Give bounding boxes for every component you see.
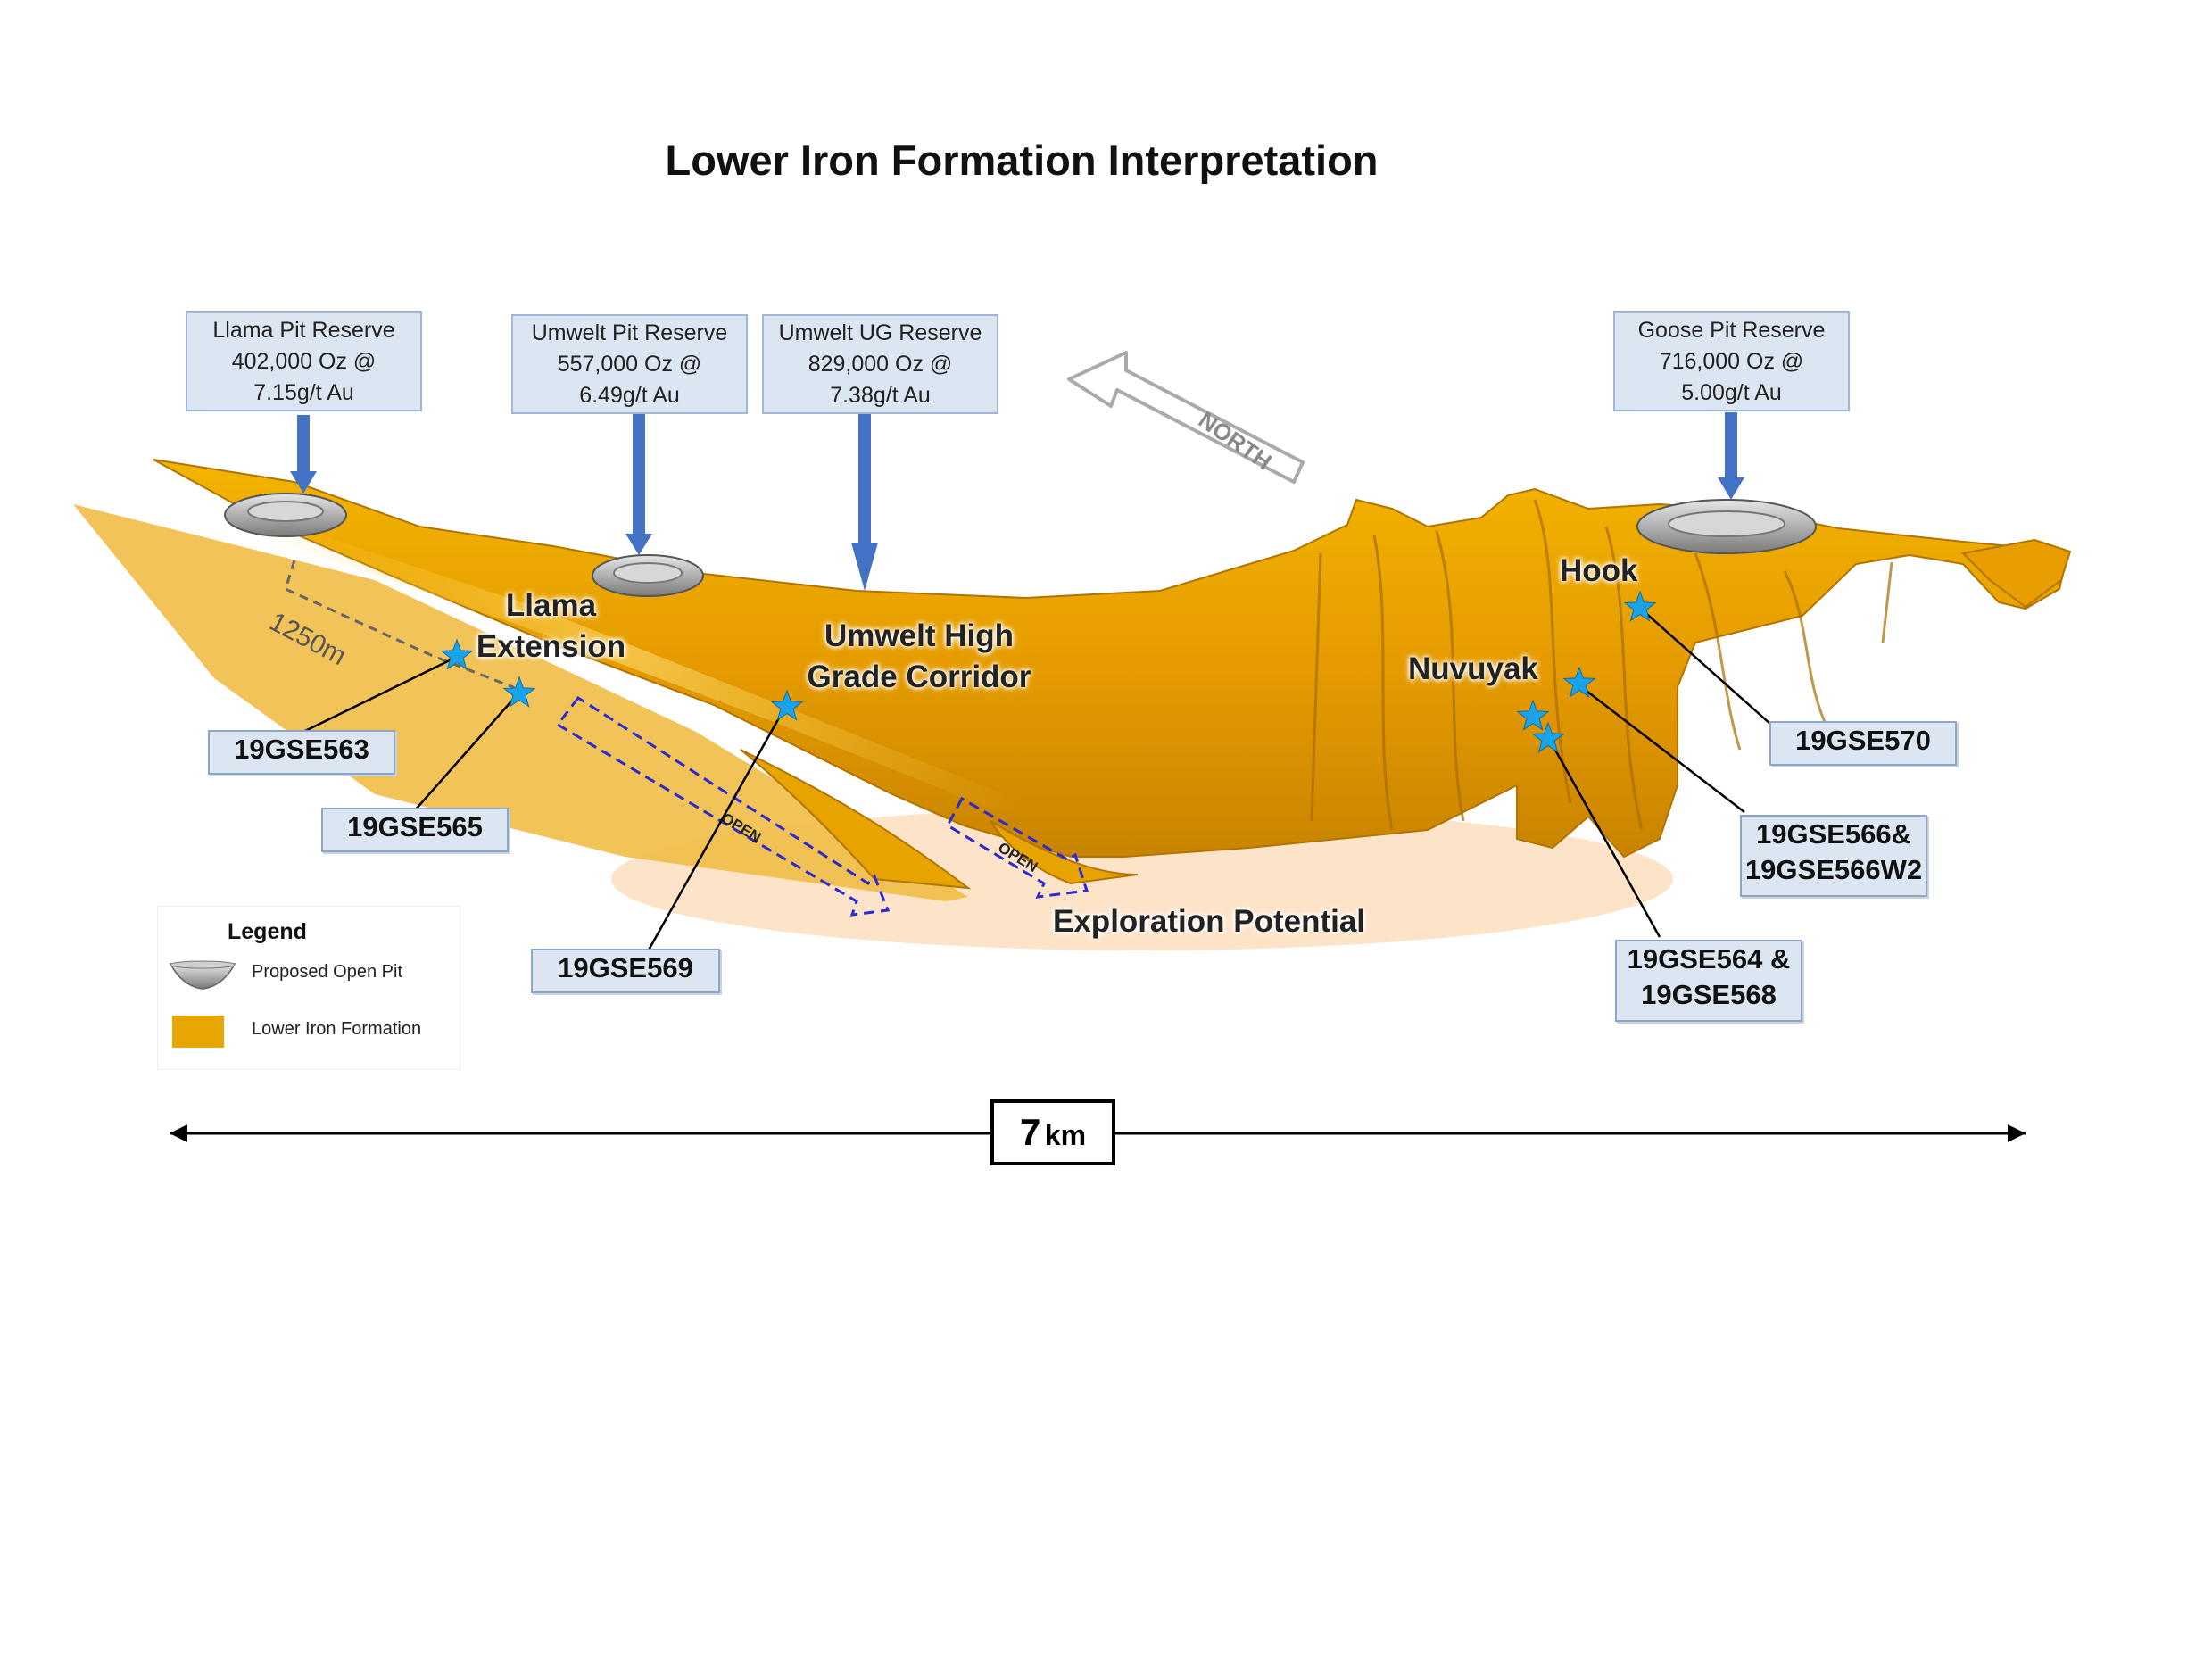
drill-hole-star-19gse566 — [1562, 666, 1596, 698]
legend-title: Legend — [228, 919, 307, 944]
drill-hole-box-19gse566: 19GSE566& 19GSE566W2 — [1740, 815, 1927, 897]
reserve-ounces: 829,000 Oz @ — [808, 352, 953, 377]
legend-label-open-pit: Proposed Open Pit — [252, 962, 402, 982]
reserve-name: Umwelt Pit Reserve — [531, 320, 728, 345]
scale-label-box: 7 km — [990, 1099, 1115, 1165]
distance-bracket — [284, 560, 528, 706]
reserve-name: Goose Pit Reserve — [1637, 318, 1826, 343]
iron-formation-lobe-b — [990, 820, 1139, 885]
reserve-name: Llama Pit Reserve — [212, 318, 395, 343]
drill-hole-star-19gse565 — [502, 676, 536, 708]
drill-hole-box-19gse569: 19GSE569 — [531, 949, 720, 993]
llama-open-pit — [224, 493, 347, 537]
drill-hole-star-19gse568 — [1531, 721, 1565, 753]
scale-value: 7 — [1019, 1111, 1041, 1153]
hook-label: Hook — [1560, 553, 1638, 588]
north-arrow — [1067, 351, 1305, 484]
iron-formation-swatch — [172, 1016, 224, 1048]
reserve-grade: 5.00g/t Au — [1681, 380, 1782, 405]
scale-unit: km — [1044, 1119, 1087, 1151]
lower-iron-formation-body — [153, 459, 2070, 859]
drill-hole-star-19gse569 — [770, 689, 804, 721]
lower-iron-formation-sheet — [73, 504, 968, 901]
reserve-ounces: 716,000 Oz @ — [1659, 349, 1804, 374]
llama-extension-label: Llama Extension — [476, 588, 626, 664]
drill-hole-star-19gse564 — [1516, 699, 1550, 731]
drill-hole-box-19gse564: 19GSE564 & 19GSE568 — [1615, 940, 1802, 1022]
iron-formation-lobe-a — [740, 749, 972, 890]
page-title: Lower Iron Formation Interpretation — [665, 137, 1379, 184]
nuvuyak-label: Nuvuyak — [1408, 651, 1538, 686]
iron-formation-highlight — [250, 518, 1026, 812]
reserve-ounces: 402,000 Oz @ — [231, 349, 377, 374]
umwelt-ug-reserve-box: Umwelt UG Reserve 829,000 Oz @ 7.38g/t A… — [762, 314, 998, 414]
reserve-grade: 7.15g/t Au — [253, 380, 354, 405]
drill-hole-box-19gse565: 19GSE565 — [321, 808, 509, 852]
goose-pit-arrow — [1718, 412, 1744, 500]
exploration-potential-label: Exploration Potential — [1053, 904, 1366, 939]
reserve-ounces: 557,000 Oz @ — [557, 352, 702, 377]
umwelt-corridor-label: Umwelt High Grade Corridor — [807, 618, 1031, 694]
callout-lines — [302, 609, 1772, 954]
goose-open-pit — [1636, 499, 1817, 554]
open-arrow-west — [555, 695, 891, 917]
reserve-grade: 7.38g/t Au — [830, 383, 931, 408]
iron-formation-fin-east — [1960, 538, 2072, 609]
umwelt-pit-reserve-box: Umwelt Pit Reserve 557,000 Oz @ 6.49g/t … — [511, 314, 748, 414]
open-pit-icon — [169, 960, 236, 990]
drill-hole-box-19gse570: 19GSE570 — [1769, 721, 1957, 766]
llama-pit-arrow — [290, 415, 317, 494]
goose-pit-reserve-box: Goose Pit Reserve 716,000 Oz @ 5.00g/t A… — [1613, 311, 1850, 411]
reserve-grade: 6.49g/t Au — [579, 383, 680, 408]
reserve-arrows — [290, 411, 1744, 591]
umwelt-open-pit — [592, 554, 704, 597]
umwelt-ug-arrow — [851, 412, 878, 591]
drill-hole-star-19gse563 — [440, 638, 474, 670]
drill-hole-star-19gse570 — [1623, 590, 1657, 622]
legend: Legend Proposed Open Pit Lower Iron Form… — [157, 906, 460, 1070]
reserve-name: Umwelt UG Reserve — [778, 320, 982, 345]
llama-pit-reserve-box: Llama Pit Reserve 402,000 Oz @ 7.15g/t A… — [186, 311, 422, 411]
legend-label-iron-formation: Lower Iron Formation — [252, 1019, 422, 1039]
umwelt-pit-arrow — [625, 411, 652, 555]
drill-hole-box-19gse563: 19GSE563 — [208, 730, 395, 775]
drill-hole-stars — [440, 590, 1657, 753]
fold-lines — [1310, 499, 1893, 831]
